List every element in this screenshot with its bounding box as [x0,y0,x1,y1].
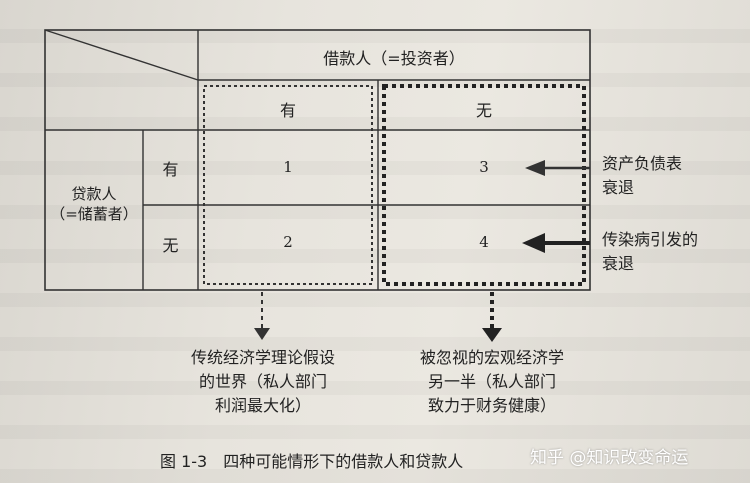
row-header-no: 无 [162,236,179,255]
annotation-line: 传统经济学理论假设 [190,348,335,367]
annotation-line: 资产负债表 [602,154,683,173]
cell-4: 4 [479,233,489,251]
figure-caption: 图 1-3 四种可能情形下的借款人和贷款人 [160,452,464,471]
arrow-left-head [254,328,270,340]
annotation-line: 衰退 [602,254,635,273]
annotation-line: 传染病引发的 [602,230,699,249]
annotation-line: 另一半（私人部门 [427,372,556,391]
annotation-pandemic-recession: 传染病引发的 衰退 [602,228,698,276]
cell-3: 3 [479,158,489,176]
col-header-yes: 有 [279,101,296,120]
diagonal-line [44,29,199,81]
annotation-neglected-macro: 被忽视的宏观经济学 另一半（私人部门 致力于财务健康） [385,346,599,418]
annotation-line: 利润最大化） [214,396,311,415]
arrow-right-head [482,328,502,342]
annotation-line: 的世界（私人部门 [198,372,327,391]
col-header-no: 无 [475,101,492,120]
row-header-lender-sub: （=储蓄者） [50,205,138,223]
annotation-line: 衰退 [602,178,635,197]
arrow-row1-head [525,160,545,176]
arrow-row2-head [522,233,545,253]
header-borrower: 借款人（=投资者） [323,49,465,68]
annotation-balance-sheet-recession: 资产负债表 衰退 [602,152,682,200]
annotation-line: 被忽视的宏观经济学 [419,348,564,367]
right-column-dotted-box [382,84,586,286]
watermark: 知乎 @知识改变命运 [530,448,689,468]
table-frame [44,29,591,291]
cell-1: 1 [283,158,293,176]
annotation-line: 致力于财务健康） [427,396,556,415]
left-column-dotted-box [203,85,373,285]
row-header-yes: 有 [162,160,179,179]
row-header-lender: 贷款人 [71,185,117,203]
cell-2: 2 [283,233,293,251]
annotation-traditional-economics: 传统经济学理论假设 的世界（私人部门 利润最大化） [158,346,368,418]
